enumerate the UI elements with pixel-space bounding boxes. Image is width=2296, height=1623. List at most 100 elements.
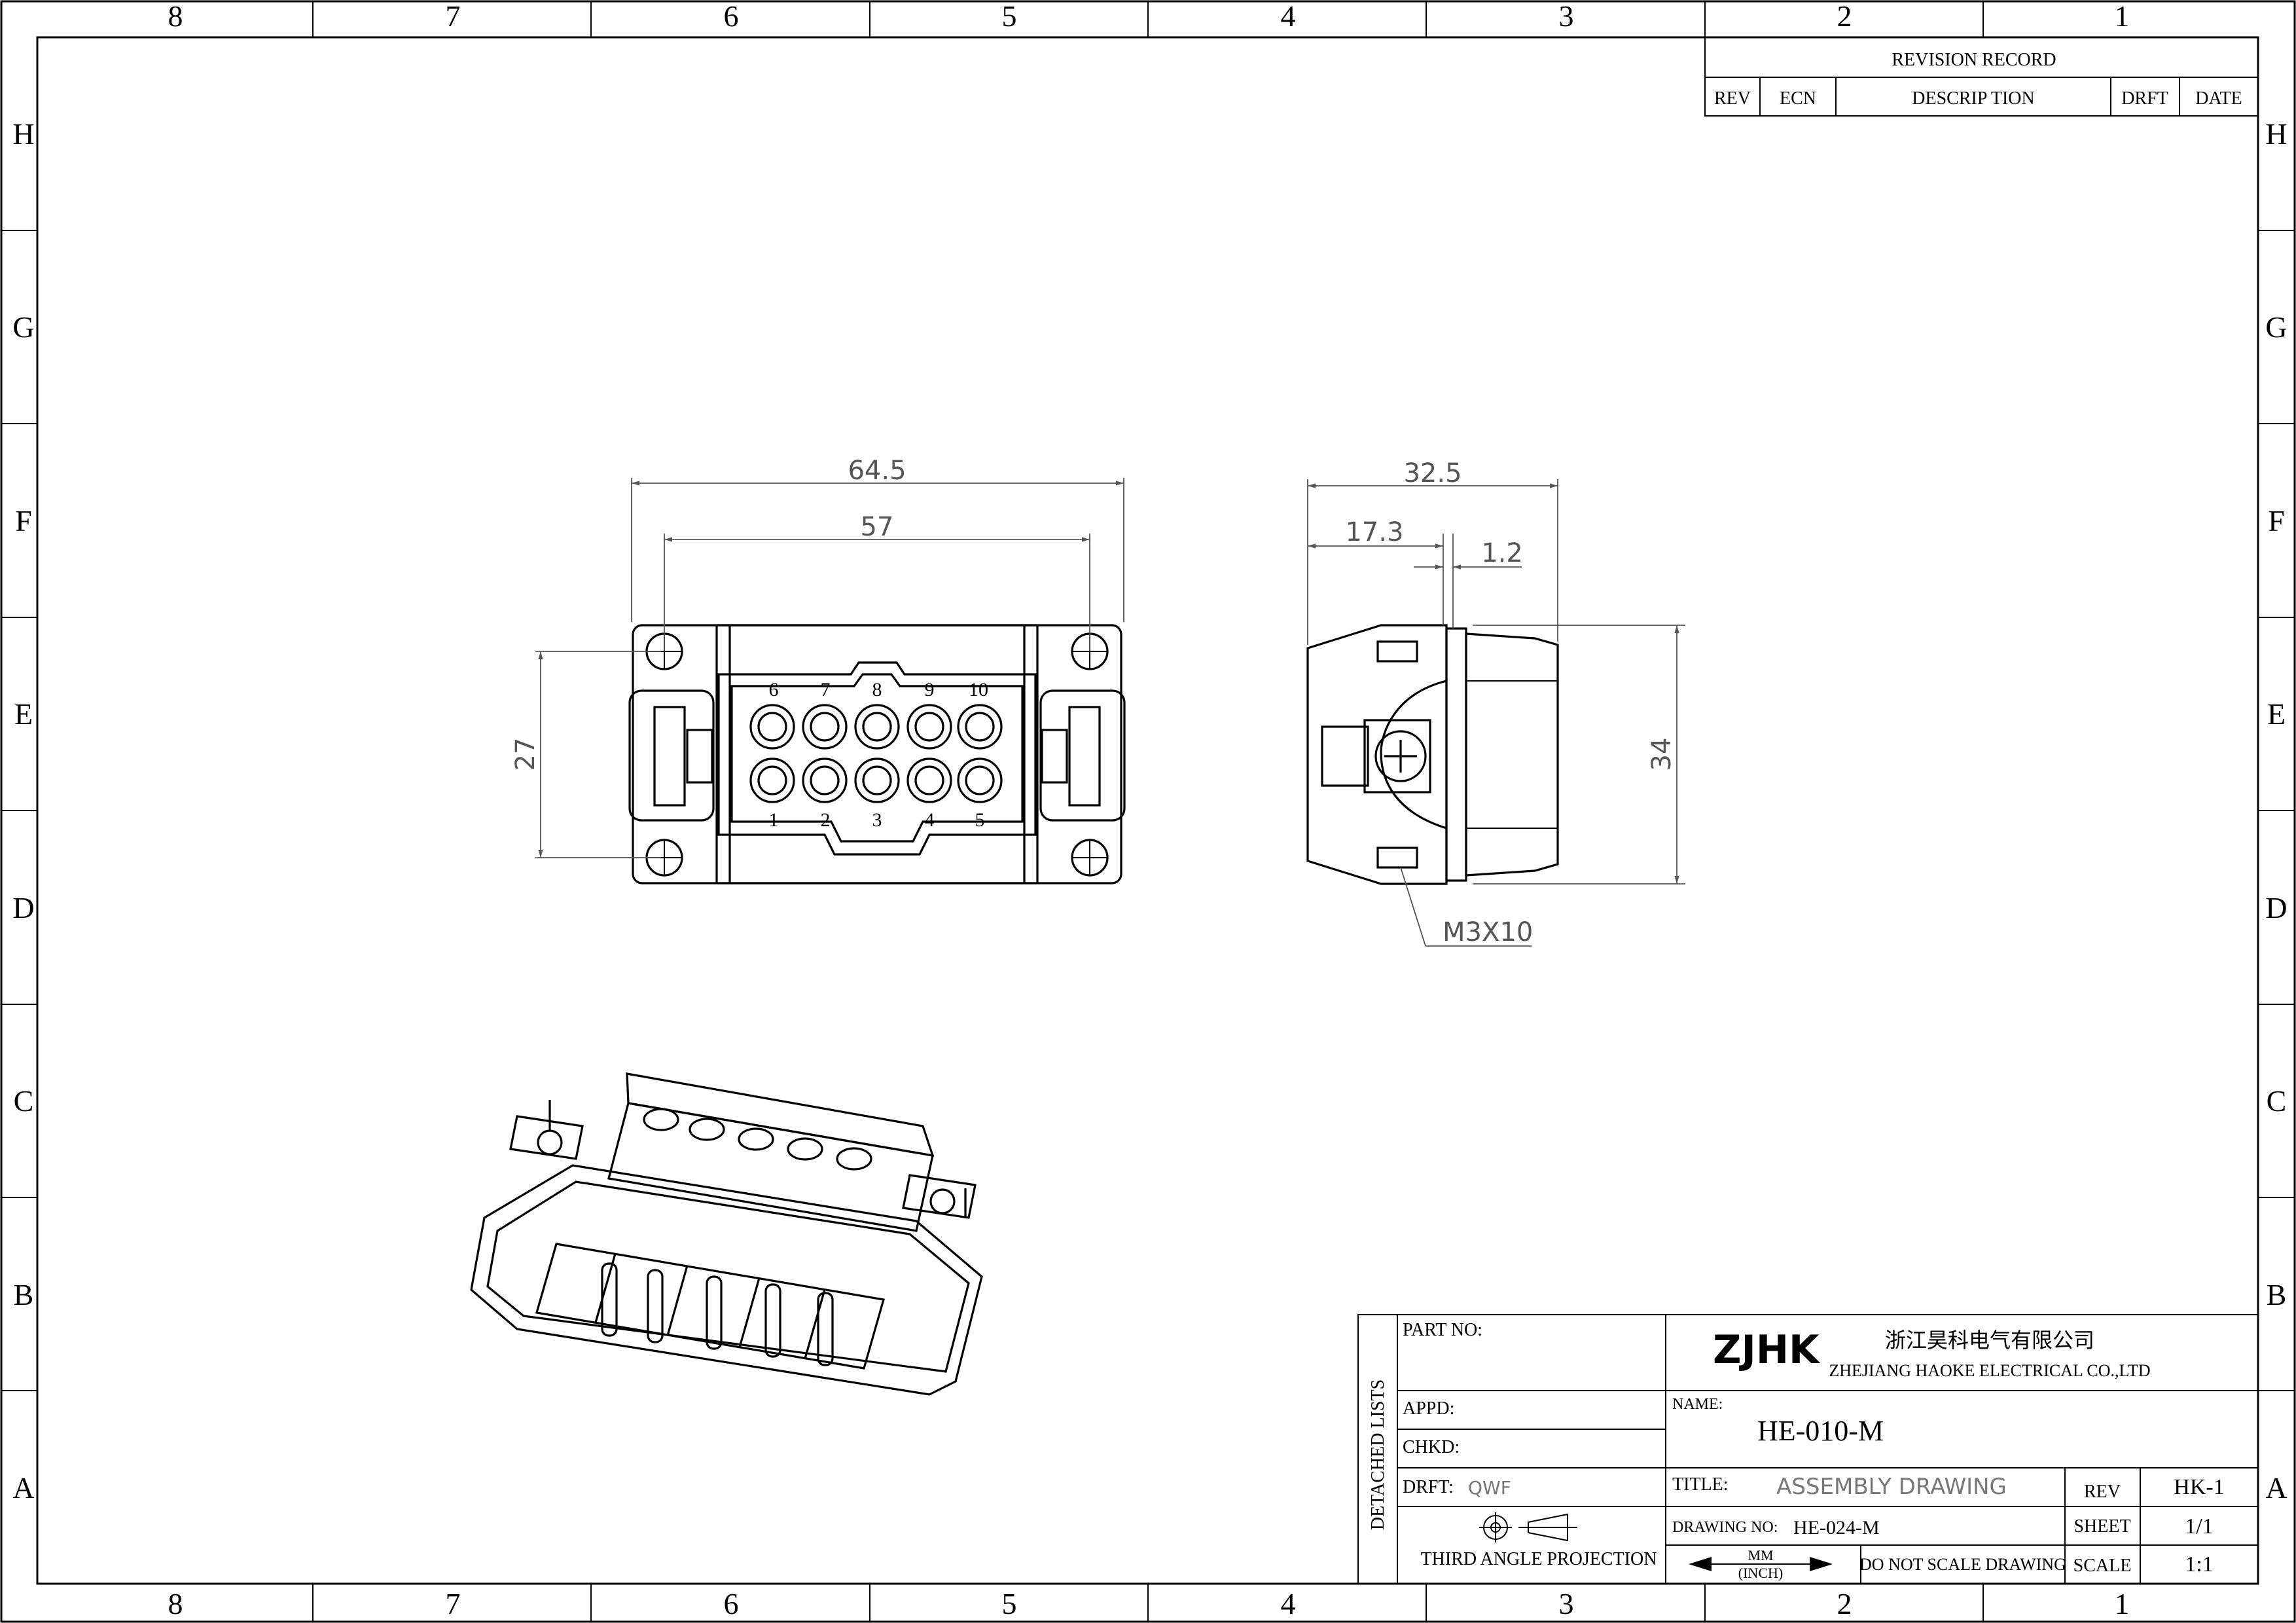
iso-contact-icon bbox=[689, 1118, 725, 1141]
third-angle-projection-icon bbox=[1479, 1512, 1577, 1542]
dimension-32-5-label: 32.5 bbox=[1403, 458, 1462, 488]
iso-pin-icon bbox=[817, 1292, 834, 1366]
iso-screw-icon bbox=[929, 1188, 967, 1218]
zone-row-d-left: D bbox=[12, 891, 34, 924]
dimension-17-3-label: 17.3 bbox=[1345, 517, 1403, 547]
dimension-57-label: 57 bbox=[861, 512, 894, 542]
dimension-1-2: 1.2 bbox=[1414, 534, 1523, 629]
dimension-1-2-label: 1.2 bbox=[1481, 538, 1523, 568]
isometric-view bbox=[470, 1072, 983, 1396]
zone-col-1-bottom: 1 bbox=[2115, 1587, 2130, 1620]
company-name-cn: 浙江昊科电气有限公司 bbox=[1885, 1328, 2094, 1353]
drawing-no-label: DRAWING NO: bbox=[1672, 1519, 1778, 1536]
iso-pin-icon bbox=[764, 1283, 781, 1358]
contact-pin-icon bbox=[957, 704, 1003, 750]
iso-pin-icon bbox=[647, 1269, 664, 1343]
screw-callout-label: M3X10 bbox=[1443, 917, 1533, 947]
sheet-value: 1/1 bbox=[2185, 1514, 2213, 1539]
drft-value: QWF bbox=[1468, 1477, 1511, 1499]
iso-pin-icon bbox=[706, 1275, 723, 1350]
zone-col-8-top: 8 bbox=[168, 0, 183, 33]
zone-row-a-right: A bbox=[2265, 1471, 2287, 1504]
zone-row-h-left: H bbox=[12, 117, 34, 151]
pin-label-10: 10 bbox=[969, 679, 988, 701]
revision-header-date: DATE bbox=[2195, 88, 2242, 109]
zone-col-3-top: 3 bbox=[1559, 0, 1574, 33]
scale-label: SCALE bbox=[2073, 1556, 2132, 1576]
revision-header-description: DESCRIP TION bbox=[1912, 88, 2034, 109]
scale-value: 1:1 bbox=[2185, 1552, 2213, 1577]
pin-label-4: 4 bbox=[925, 809, 935, 831]
contact-pin-icon bbox=[957, 757, 1003, 803]
zone-col-5-bottom: 5 bbox=[1002, 1587, 1017, 1620]
zone-col-2-bottom: 2 bbox=[1837, 1587, 1852, 1620]
screw-head-icon bbox=[1374, 730, 1427, 782]
zone-col-8-bottom: 8 bbox=[168, 1587, 183, 1620]
contact-pin-icon bbox=[906, 704, 952, 750]
iso-contact-icon bbox=[643, 1108, 679, 1131]
zone-row-g-right: G bbox=[2265, 310, 2287, 344]
screw-callout: M3X10 bbox=[1400, 867, 1533, 947]
pin-label-6: 6 bbox=[769, 679, 779, 701]
front-view: 6 7 8 9 10 1 2 3 4 5 64.5 57 27 bbox=[511, 456, 1126, 884]
zone-col-6-top: 6 bbox=[724, 0, 739, 33]
dimension-34-label: 34 bbox=[1647, 738, 1677, 771]
zone-col-4-top: 4 bbox=[1281, 0, 1296, 33]
detached-lists-label: DETACHED LISTS bbox=[1368, 1379, 1388, 1530]
zone-col-5-top: 5 bbox=[1002, 0, 1017, 33]
zone-row-h-right: H bbox=[2265, 117, 2287, 151]
appd-label: APPD: bbox=[1403, 1398, 1454, 1419]
zone-row-g-left: G bbox=[12, 310, 34, 344]
do-not-scale-label: DO NOT SCALE DRAWING bbox=[1859, 1555, 2066, 1574]
zone-row-b-right: B bbox=[2267, 1278, 2287, 1311]
dimension-34: 34 bbox=[1473, 625, 1685, 884]
pin-label-9: 9 bbox=[925, 679, 935, 701]
contact-pin-icon bbox=[906, 757, 952, 803]
pin-label-1: 1 bbox=[769, 809, 779, 831]
revision-header-drft: DRFT bbox=[2121, 88, 2168, 109]
chkd-label: CHKD: bbox=[1403, 1437, 1460, 1457]
contact-pin-icon bbox=[802, 757, 848, 803]
pin-label-3: 3 bbox=[872, 809, 882, 831]
iso-screw-icon bbox=[537, 1100, 563, 1156]
name-value: HE-010-M bbox=[1757, 1415, 1884, 1447]
contact-pin-icon bbox=[749, 704, 795, 750]
pin-label-5: 5 bbox=[975, 809, 985, 831]
revision-record-table: REVISION RECORD REV ECN DESCRIP TION DRF… bbox=[1704, 37, 2259, 117]
dimension-17-3: 17.3 bbox=[1308, 517, 1444, 625]
contact-pin-icon bbox=[854, 757, 900, 803]
title-value: ASSEMBLY DRAWING bbox=[1776, 1474, 2007, 1500]
dimension-57: 57 bbox=[664, 512, 1090, 651]
zone-col-1-top: 1 bbox=[2115, 0, 2130, 33]
zone-row-f-right: F bbox=[2268, 504, 2285, 538]
zone-row-a-left: A bbox=[12, 1471, 34, 1504]
pin-label-8: 8 bbox=[872, 679, 882, 701]
zone-row-e-right: E bbox=[2267, 697, 2286, 731]
dimension-27-label: 27 bbox=[511, 738, 541, 771]
iso-pin-icon bbox=[601, 1262, 618, 1337]
rev-value: HK-1 bbox=[2174, 1475, 2224, 1499]
iso-contact-icon bbox=[738, 1127, 774, 1151]
dimension-64-5-label: 64.5 bbox=[848, 456, 906, 486]
side-view: 32.5 17.3 1.2 34 M3X10 bbox=[1306, 458, 1685, 947]
fixing-hole-icon bbox=[1071, 839, 1109, 877]
sheet-label: SHEET bbox=[2073, 1516, 2130, 1537]
zone-col-7-top: 7 bbox=[446, 0, 461, 33]
zone-col-7-bottom: 7 bbox=[446, 1587, 461, 1620]
zone-col-3-bottom: 3 bbox=[1559, 1587, 1574, 1620]
pin-label-2: 2 bbox=[821, 809, 831, 831]
zone-col-4-bottom: 4 bbox=[1281, 1587, 1296, 1620]
title-block: DETACHED LISTS PART NO: APPD: CHKD: DRFT… bbox=[1357, 1314, 2259, 1584]
dimension-64-5: 64.5 bbox=[631, 456, 1124, 622]
dimension-27: 27 bbox=[511, 651, 661, 858]
zone-row-f-left: F bbox=[15, 504, 32, 538]
dimension-32-5: 32.5 bbox=[1307, 458, 1558, 645]
drawing-no-value: HE-024-M bbox=[1793, 1517, 1880, 1539]
contact-pin-icon bbox=[802, 704, 848, 750]
zone-col-2-top: 2 bbox=[1837, 0, 1852, 33]
units-inch: (INCH) bbox=[1738, 1565, 1783, 1581]
zone-col-6-bottom: 6 bbox=[724, 1587, 739, 1620]
name-label: NAME: bbox=[1672, 1396, 1723, 1413]
